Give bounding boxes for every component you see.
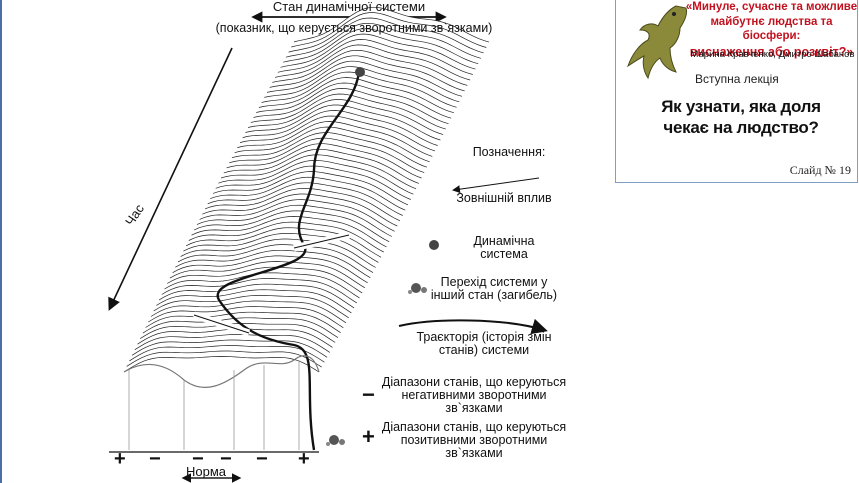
- axis-sign: −: [149, 448, 161, 470]
- legend-external-arrow: [452, 177, 540, 194]
- range-dividers: [128, 360, 300, 450]
- panel-question-line: Як узнати, яка доля: [661, 97, 821, 116]
- axis-sign: +: [114, 448, 126, 470]
- axis-sign: −: [220, 448, 232, 470]
- landscape-illustration: [108, 6, 548, 483]
- legend-title: Позначення:: [472, 145, 546, 159]
- panel-title-line: виснаження або розквіт?»: [689, 45, 854, 60]
- legend-trajectory-arrow: [398, 318, 548, 335]
- trajectory-line: [216, 71, 361, 451]
- lizard-icon: [627, 5, 687, 80]
- panel-title-line: майбутнє людства та біосфери:: [710, 15, 833, 43]
- panel-question: Як узнати, яка доля чекає на людство?: [646, 97, 836, 138]
- dynamic-system-figure: Стан динамічної системи (показник, що ке…: [104, 0, 566, 483]
- lecture-info-panel: «Минуле, сучасне та можливе майбутнє люд…: [615, 0, 858, 183]
- panel-lecture: Вступна лекція: [695, 72, 779, 86]
- legend-positive: Діапазони станів, що керуються позитивни…: [381, 420, 567, 461]
- legend-plus-sign: +: [362, 424, 375, 449]
- time-arrow: [108, 47, 233, 311]
- external-arrow-1: [293, 234, 350, 249]
- transition-splat-icon: [326, 435, 345, 446]
- norm-label: Норма: [186, 464, 227, 479]
- legend-negative: Діапазони станів, що керуються негативни…: [381, 375, 567, 416]
- axis-sign: −: [256, 448, 268, 470]
- state-subtitle: (показник, що керується зворотними зв`яз…: [215, 21, 493, 35]
- panel-authors: Марина Кравченко, Дмитро Шабанов: [690, 49, 855, 60]
- panel-title: «Минуле, сучасне та можливе майбутнє люд…: [684, 0, 859, 60]
- landscape-ridges: [123, 6, 490, 373]
- legend-trajectory: Траєкторія (історія змін станів) системи: [416, 330, 552, 358]
- legend-minus-sign: −: [362, 382, 375, 407]
- axis-sign: +: [298, 448, 310, 470]
- legend-external: Зовнішній вплив: [456, 191, 552, 205]
- slide-number: Слайд № 19: [789, 163, 851, 177]
- panel-title-line: «Минуле, сучасне та можливе: [685, 1, 858, 13]
- legend-dynamic-ball: [429, 240, 439, 250]
- state-profile: [123, 355, 320, 389]
- legend-transition: Перехід системи у інший стан (загибель): [430, 275, 558, 303]
- external-arrow-2: [193, 314, 250, 334]
- axis-sign: −: [192, 448, 204, 470]
- dynamic-system-ball: [355, 67, 365, 77]
- left-border: [0, 0, 2, 483]
- legend-splat-icon: [408, 283, 427, 294]
- ridge-line: [123, 356, 320, 373]
- state-title: Стан динамічної системи: [272, 0, 426, 14]
- panel-question-line: чекає на людство?: [663, 117, 819, 137]
- legend-dynamic: Динамічна система: [473, 234, 535, 262]
